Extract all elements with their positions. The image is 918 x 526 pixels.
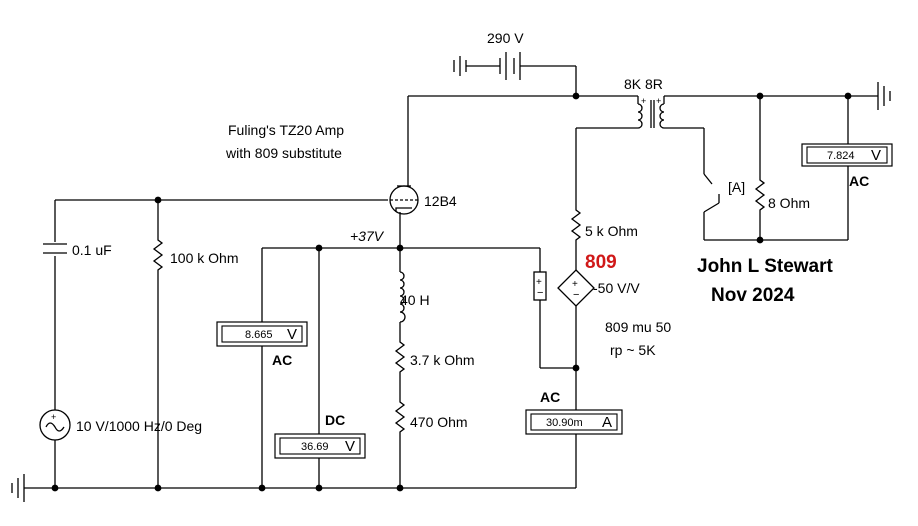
ground-symbol-right <box>877 82 891 110</box>
cathode-resistor-1-label: 3.7 k Ohm <box>410 352 475 368</box>
title-line1: Fuling's TZ20 Amp <box>228 122 344 138</box>
output-transformer: + + <box>637 96 665 129</box>
junction-dots <box>51 92 852 492</box>
transformer-label: 8K 8R <box>624 76 663 92</box>
tube-809-mu: 809 mu 50 <box>605 319 671 335</box>
meter-ac-output-unit: V <box>871 147 881 164</box>
meter-ac-current-mode: AC <box>540 389 560 405</box>
ac-source-label: 10 V/1000 Hz/0 Deg <box>76 418 202 434</box>
switch-label: [A] <box>728 179 745 195</box>
meter-ac-cathode: 8.665 V <box>216 321 308 347</box>
load-switch <box>703 168 720 213</box>
capacitor-label: 0.1 uF <box>72 242 112 258</box>
meter-ac-cathode-unit: V <box>287 326 297 343</box>
meter-ac-output-mode: AC <box>849 173 869 189</box>
load-resistor-label: 8 Ohm <box>768 195 810 211</box>
author-name: John L Stewart <box>697 256 834 277</box>
meter-ac-current-unit: A <box>602 414 612 431</box>
author-date: Nov 2024 <box>711 285 795 306</box>
coupling-capacitor <box>43 243 67 254</box>
plate-resistor-809 <box>570 206 582 246</box>
meter-ac-output-value: 7.824 <box>827 150 855 162</box>
svg-text:+: + <box>51 412 56 422</box>
title-line2: with 809 substitute <box>225 145 342 161</box>
cathode-node-label: +37V <box>350 228 385 244</box>
cathode-resistor-2 <box>394 398 406 438</box>
source-gain-label: -50 V/V <box>593 280 640 296</box>
meter-dc-cathode-mode: DC <box>325 412 345 428</box>
ground-symbol-left <box>11 474 25 502</box>
tube-809-label: 809 <box>585 252 617 273</box>
triode-tube-12b4 <box>389 184 419 215</box>
svg-text:+: + <box>656 96 661 106</box>
control-sense-terminal: + − <box>533 271 547 301</box>
tube-809-rp: rp ~ 5K <box>610 342 656 358</box>
meter-dc-cathode-value: 36.69 <box>301 441 329 453</box>
grid-resistor-label: 100 k Ohm <box>170 250 238 266</box>
ac-voltage-source: + <box>39 406 71 444</box>
cathode-resistor-1 <box>394 338 406 378</box>
meter-ac-current: 30.90m A <box>525 409 623 435</box>
svg-text:+: + <box>536 277 542 288</box>
meter-dc-cathode: 36.69 V <box>274 433 366 459</box>
svg-text:+: + <box>641 96 646 106</box>
dependent-voltage-source: + − <box>557 269 595 307</box>
cathode-resistor-2-label: 470 Ohm <box>410 414 468 430</box>
supply-label: 290 V <box>487 30 524 46</box>
svg-text:−: − <box>537 287 543 299</box>
battery-290v <box>453 52 521 80</box>
wires <box>24 65 878 489</box>
plate-resistor-809-label: 5 k Ohm <box>585 223 638 239</box>
svg-text:+: + <box>572 279 578 290</box>
choke-label: 40 H <box>400 292 430 308</box>
grid-resistor <box>152 236 164 276</box>
load-resistor <box>754 176 766 216</box>
svg-text:−: − <box>573 289 579 301</box>
meter-ac-current-value: 30.90m <box>546 417 583 429</box>
meter-ac-cathode-value: 8.665 <box>245 329 273 341</box>
tube-label: 12B4 <box>424 193 457 209</box>
meter-ac-cathode-mode: AC <box>272 352 292 368</box>
meter-ac-output: 7.824 V <box>801 143 893 167</box>
choke-inductor <box>399 271 406 323</box>
meter-dc-cathode-unit: V <box>345 438 355 455</box>
